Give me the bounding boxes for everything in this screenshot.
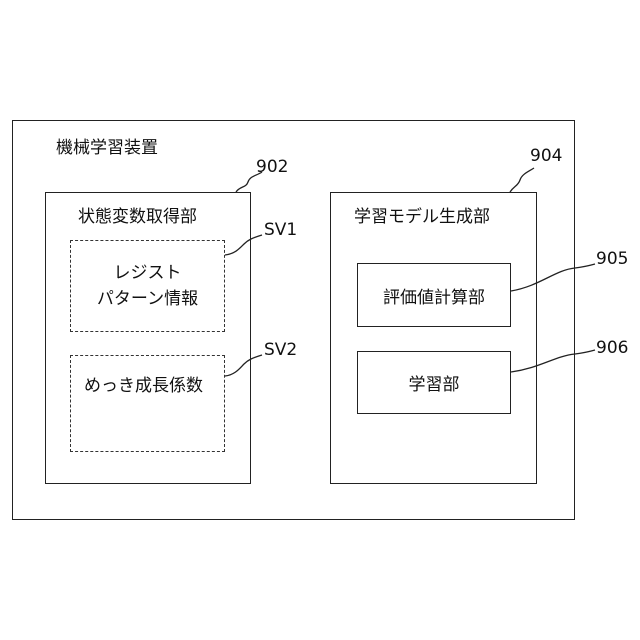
learning-block-leader-line xyxy=(511,350,595,372)
sv1-leader-line xyxy=(225,235,262,255)
model-unit-leader-line xyxy=(510,168,534,192)
sv2-leader-line xyxy=(225,355,262,376)
evaluation-block-leader-line xyxy=(511,264,595,291)
state-unit-leader-line xyxy=(236,172,262,192)
